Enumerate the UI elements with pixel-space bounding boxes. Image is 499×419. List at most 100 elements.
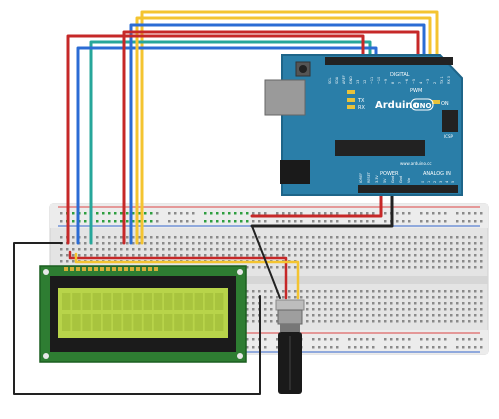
- breadboard-hole: [294, 242, 297, 245]
- breadboard-hole: [408, 320, 411, 323]
- breadboard-hole: [366, 242, 369, 245]
- breadboard-hole: [462, 248, 465, 251]
- breadboard-hole: [468, 220, 471, 223]
- breadboard-hole: [450, 308, 453, 311]
- breadboard-hole: [210, 248, 213, 251]
- breadboard-hole: [102, 242, 105, 245]
- breadboard-hole: [432, 266, 435, 269]
- breadboard-hole: [294, 212, 297, 215]
- breadboard-hole: [324, 220, 327, 223]
- breadboard-hole: [456, 302, 459, 305]
- breadboard-hole: [396, 236, 399, 239]
- breadboard-hole: [276, 266, 279, 269]
- breadboard-hole: [468, 338, 471, 341]
- lcd-cell: [194, 314, 203, 331]
- breadboard-hole-active: [216, 220, 219, 223]
- breadboard-hole: [324, 308, 327, 311]
- breadboard-hole: [90, 248, 93, 251]
- breadboard-hole: [384, 260, 387, 263]
- lcd-pin: [130, 267, 134, 271]
- pin-label: ~10: [377, 77, 381, 84]
- breadboard-hole: [324, 212, 327, 215]
- breadboard-hole: [390, 266, 393, 269]
- microcontroller-chip: [335, 140, 425, 156]
- breadboard-hole: [246, 236, 249, 239]
- breadboard-hole: [252, 320, 255, 323]
- breadboard-hole: [282, 296, 285, 299]
- breadboard-hole: [366, 266, 369, 269]
- breadboard-hole: [312, 314, 315, 317]
- breadboard-hole: [396, 308, 399, 311]
- lcd-cell: [113, 293, 122, 310]
- breadboard-hole: [234, 254, 237, 257]
- breadboard-hole: [414, 266, 417, 269]
- breadboard-hole: [396, 290, 399, 293]
- breadboard-hole-active: [126, 220, 129, 223]
- breadboard-hole: [258, 254, 261, 257]
- breadboard-hole-active: [132, 220, 135, 223]
- breadboard-hole: [438, 260, 441, 263]
- breadboard-hole: [294, 266, 297, 269]
- breadboard-hole: [402, 338, 405, 341]
- lcd-pin: [154, 267, 158, 271]
- breadboard-hole: [258, 266, 261, 269]
- breadboard-hole: [120, 242, 123, 245]
- breadboard-hole: [186, 248, 189, 251]
- breadboard-hole: [372, 236, 375, 239]
- breadboard-hole: [480, 314, 483, 317]
- breadboard-hole: [378, 302, 381, 305]
- led-tx: [347, 98, 355, 102]
- breadboard-hole: [336, 346, 339, 349]
- breadboard-hole: [420, 266, 423, 269]
- breadboard-hole: [348, 314, 351, 317]
- breadboard-hole: [198, 254, 201, 257]
- breadboard-hole: [378, 266, 381, 269]
- breadboard-hole: [348, 236, 351, 239]
- breadboard-hole: [354, 338, 357, 341]
- breadboard-hole: [420, 260, 423, 263]
- breadboard-hole: [462, 260, 465, 263]
- breadboard-hole: [390, 302, 393, 305]
- breadboard-hole: [396, 346, 399, 349]
- breadboard-hole: [318, 242, 321, 245]
- breadboard-hole: [408, 242, 411, 245]
- pin-label: Vin: [407, 178, 411, 183]
- breadboard-hole: [366, 320, 369, 323]
- breadboard-hole: [282, 248, 285, 251]
- breadboard-hole-active: [120, 212, 123, 215]
- breadboard-hole: [336, 220, 339, 223]
- breadboard-hole: [384, 338, 387, 341]
- breadboard-hole: [318, 260, 321, 263]
- breadboard-hole: [366, 220, 369, 223]
- breadboard-hole: [354, 302, 357, 305]
- power-jack: [280, 160, 310, 184]
- breadboard-hole: [318, 212, 321, 215]
- breadboard-hole: [162, 248, 165, 251]
- breadboard-hole: [330, 346, 333, 349]
- breadboard-hole: [420, 302, 423, 305]
- breadboard-hole: [252, 266, 255, 269]
- breadboard-hole: [444, 338, 447, 341]
- breadboard-hole: [462, 290, 465, 293]
- breadboard-hole: [162, 236, 165, 239]
- breadboard-hole: [402, 346, 405, 349]
- breadboard-hole: [456, 248, 459, 251]
- breadboard-hole: [234, 242, 237, 245]
- breadboard-hole: [438, 220, 441, 223]
- breadboard-hole: [372, 290, 375, 293]
- breadboard-hole: [396, 254, 399, 257]
- breadboard-hole: [312, 320, 315, 323]
- breadboard-hole: [300, 260, 303, 263]
- breadboard-hole: [252, 314, 255, 317]
- breadboard-hole: [384, 346, 387, 349]
- lcd-cell: [204, 314, 214, 331]
- breadboard-hole: [426, 260, 429, 263]
- breadboard-hole: [456, 296, 459, 299]
- breadboard-hole: [264, 314, 267, 317]
- breadboard-hole: [318, 290, 321, 293]
- breadboard-hole-active: [138, 220, 141, 223]
- breadboard-hole: [336, 254, 339, 257]
- breadboard-hole-active: [246, 212, 249, 215]
- breadboard-hole: [336, 320, 339, 323]
- breadboard-hole: [348, 290, 351, 293]
